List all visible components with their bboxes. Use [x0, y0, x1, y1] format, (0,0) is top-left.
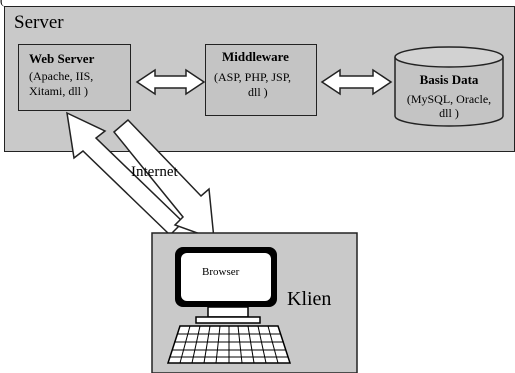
- middleware-line1: (ASP, PHP, JSP,: [214, 70, 292, 84]
- top-cropped-text: (: [0, 0, 4, 7]
- browser-label: Browser: [202, 266, 240, 278]
- monitor-icon: [175, 247, 277, 324]
- web-server-box: Web Server (Apache, IIS, Xitami, dll ): [18, 44, 131, 111]
- internet-arrow-down-icon: [112, 118, 215, 241]
- web-server-line2: Xitami, dll ): [29, 84, 88, 98]
- middleware-title: Middleware: [222, 49, 289, 64]
- web-server-title: Web Server: [29, 51, 95, 66]
- client-title: Klien: [287, 288, 332, 310]
- database-line2: dll ): [439, 106, 459, 120]
- server-title: Server: [14, 12, 64, 33]
- double-arrow-middleware-db-icon: [320, 68, 393, 96]
- double-arrow-web-middleware-icon: [135, 68, 206, 96]
- keyboard-icon: [166, 325, 292, 364]
- internet-label: Internet: [131, 164, 178, 180]
- database-line1: (MySQL, Oracle,: [406, 92, 492, 106]
- middleware-box: Middleware (ASP, PHP, JSP, dll ): [205, 44, 317, 116]
- web-server-line1: (Apache, IIS,: [29, 69, 94, 83]
- database-label: Basis Data (MySQL, Oracle, dll ): [396, 72, 502, 120]
- internet-arrow-up-icon: [66, 111, 185, 237]
- database-cylinder-icon: [394, 46, 504, 127]
- middleware-line2: dll ): [248, 85, 268, 99]
- database-title: Basis Data: [419, 72, 479, 87]
